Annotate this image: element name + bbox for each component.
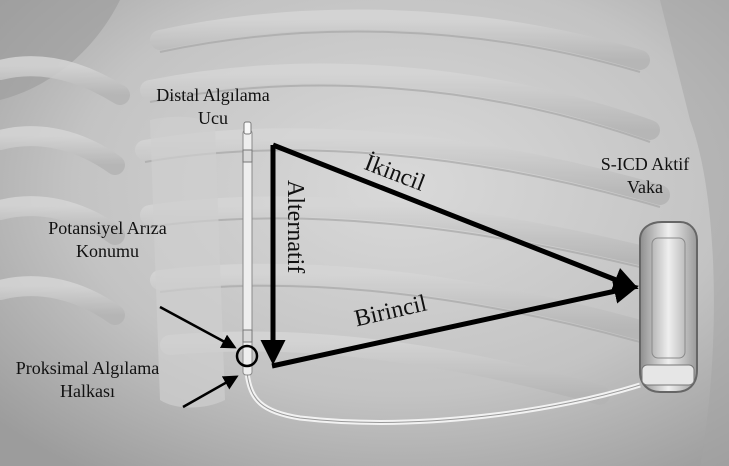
alternate-vector-label: Alternatif <box>282 180 308 273</box>
potential-fault-location-label: Potansiyel Arıza Konumu <box>15 217 200 263</box>
proximal-sensing-ring <box>243 330 252 342</box>
proximal-sensing-ring-label: Proksimal Algılama Halkası <box>0 357 175 403</box>
s-icd-can <box>640 222 697 392</box>
s-icd-active-can-label: S-ICD Aktif Vaka <box>570 153 720 199</box>
distal-sensing-tip-label: Distal Algılama Ucu <box>128 84 298 130</box>
distal-sensing-electrode <box>243 150 252 162</box>
